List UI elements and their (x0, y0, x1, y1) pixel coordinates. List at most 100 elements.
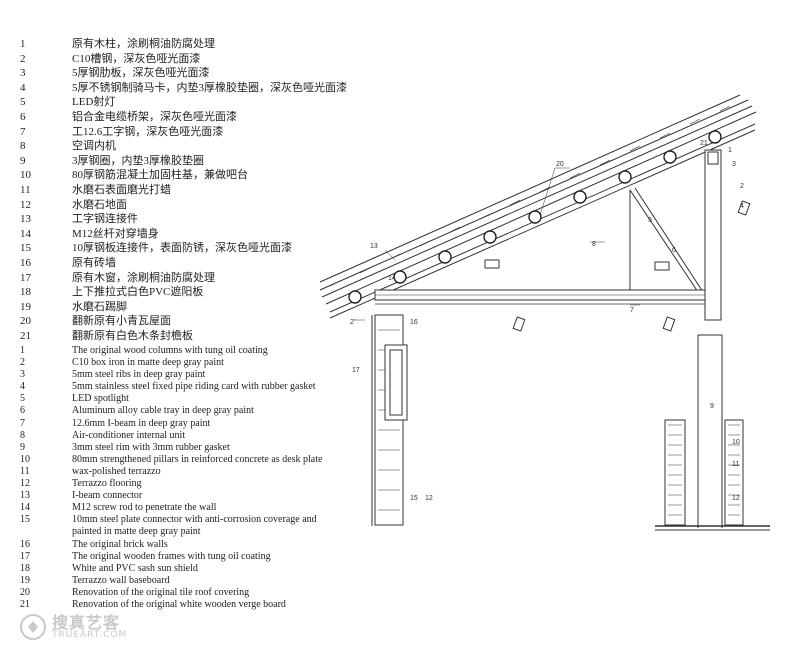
tag-10: 10 (732, 439, 740, 446)
led-spotlights (512, 200, 751, 332)
legend-row: 7 工12.6工字钢，深灰色哑光面漆 (20, 125, 347, 140)
legend-row: painted in matte deep gray paint (20, 526, 322, 538)
tag-8: 8 (592, 241, 596, 248)
legend-number: 1 (20, 345, 25, 356)
tag-7: 7 (630, 307, 634, 314)
legend-number: 19 (20, 300, 31, 313)
legend-row: 9 3厚钢圈，内垫3厚橡胶垫圈 (20, 154, 347, 169)
legend-text: 10mm steel plate connector with anti-cor… (72, 514, 317, 526)
legend-number: 3 (20, 67, 26, 80)
legend-number: 1 (20, 38, 26, 50)
tag-2-prime: 2' (350, 319, 355, 326)
legend-number (20, 526, 72, 538)
legend-text: 工12.6工字钢，深灰色哑光面漆 (72, 125, 224, 138)
legend-number: 9 (20, 441, 25, 453)
tag-11: 11 (732, 461, 739, 468)
legend-text: 工字钢连接件 (72, 213, 138, 226)
legend-number: 18 (20, 286, 31, 299)
legend-number: 9 (20, 154, 26, 167)
legend-text: 5mm steel ribs in deep gray paint (72, 369, 206, 381)
wooden-window (384, 344, 408, 421)
air-conditioner-2 (654, 261, 670, 271)
legend-text: I-beam connector (72, 490, 143, 502)
roof-tiles (319, 94, 757, 305)
legend-text: 翻新原有小青瓦屋面 (72, 315, 171, 328)
column-lower (697, 334, 723, 528)
legend-number: 8 (20, 140, 26, 153)
legend-number: 2 (20, 52, 26, 65)
legend-text: Renovation of the original tile roof cov… (72, 586, 250, 598)
legend-text: 空调内机 (72, 140, 116, 153)
legend-row: 8 空调内机 (20, 139, 347, 154)
legend-number: 12 (20, 198, 31, 211)
legend-text: Terrazzo wall baseboard (72, 574, 170, 586)
pillar-base (664, 419, 744, 526)
watermark: 搜真艺客 TRUEART.COM (18, 612, 127, 642)
legend-text: 3厚钢圈，内垫3厚橡胶垫圈 (72, 154, 204, 167)
legend-text: Air-conditioner internal unit (72, 429, 186, 441)
legend-number: 14 (20, 502, 30, 514)
legend-number: 6 (20, 405, 25, 417)
legend-text: 5厚不锈钢制骑马卡，内垫3厚橡胶垫圈，深灰色哑光面漆 (72, 81, 347, 94)
legend-text: LED射灯 (72, 96, 116, 109)
leader-lines (355, 167, 640, 321)
tag-16: 16 (410, 319, 418, 326)
legend-number: 3 (20, 369, 25, 381)
watermark-logo-icon (20, 614, 46, 640)
legend-text: The original brick walls (72, 538, 168, 550)
legend-number: 7 (20, 125, 26, 138)
tag-13: 13 (370, 243, 378, 250)
tag-21: 21 (700, 140, 708, 147)
legend-row: 16 The original brick walls (20, 539, 322, 551)
tag-17: 17 (352, 367, 360, 374)
legend-number: 10 (20, 453, 30, 465)
tag-3: 3 (732, 161, 736, 168)
truss-brace-2 (634, 187, 706, 296)
legend-number: 21 (20, 598, 30, 610)
legend-row: 18 上下推拉式白色PVC遮阳板 (20, 285, 347, 300)
legend-text: 原有木窗，涂刷桐油防腐处理 (72, 271, 215, 284)
air-conditioner (484, 259, 500, 269)
legend-number: 15 (20, 242, 31, 255)
legend-text: 水磨石地面 (72, 198, 127, 211)
legend-text: 5mm stainless steel fixed pipe riding ca… (72, 381, 316, 393)
legend-text: wax-polished terrazzo (72, 465, 161, 477)
legend-number: 14 (20, 227, 31, 240)
watermark-cn: 搜真艺客 (52, 612, 121, 632)
tag-12-right: 12 (732, 495, 740, 502)
truss-brace (629, 189, 701, 296)
legend-number: 21 (20, 329, 31, 342)
legend-text: LED spotlight (72, 393, 129, 405)
legend-number: 18 (20, 562, 30, 574)
legend-text: 原有砖墙 (72, 256, 116, 269)
tag-20: 20 (556, 161, 564, 168)
tag-5: 5 (648, 217, 652, 224)
legend-text: Terrazzo flooring (72, 478, 142, 490)
tag-1: 1 (728, 147, 732, 154)
tag-15: 15 (410, 495, 418, 502)
legend-text: The original wood columns with tung oil … (72, 345, 268, 356)
legend-number: 6 (20, 110, 26, 123)
legend-row: 1 The original wood columns with tung oil… (20, 345, 322, 357)
legend-number: 16 (20, 538, 30, 550)
legend-text: 上下推拉式白色PVC遮阳板 (72, 286, 204, 299)
